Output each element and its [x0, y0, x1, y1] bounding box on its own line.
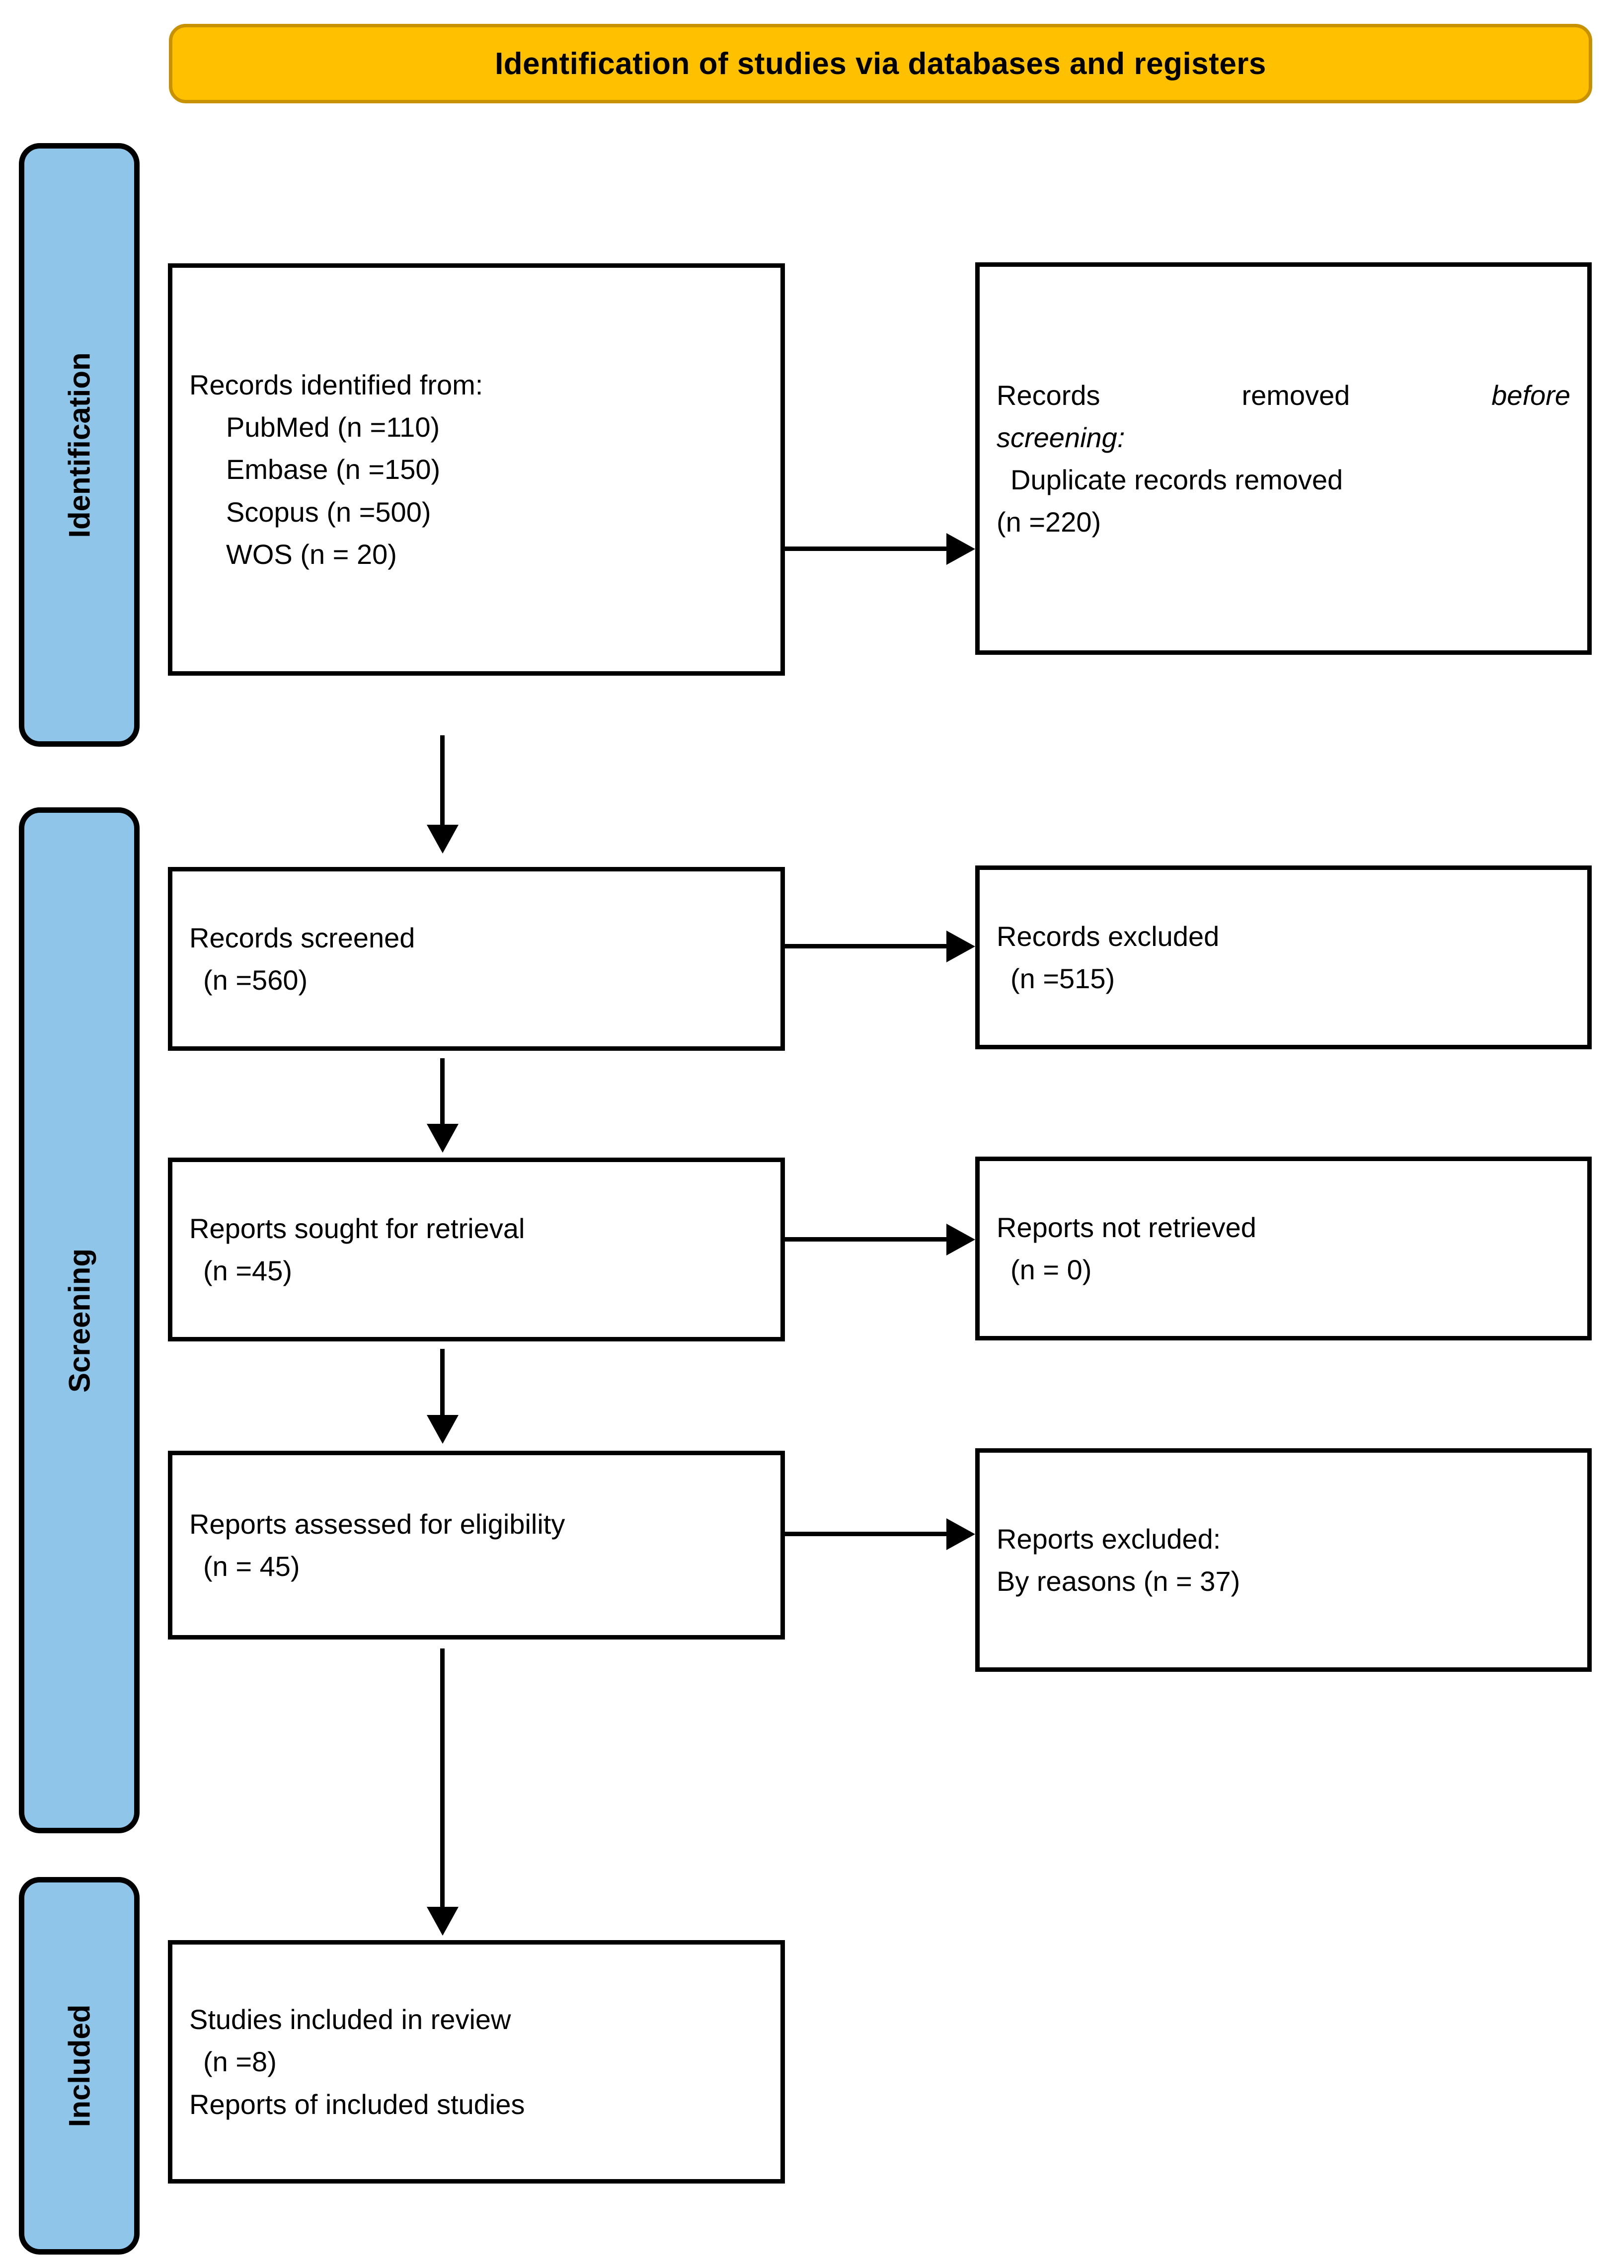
records-excluded-heading: Records excluded [997, 920, 1220, 952]
studies-included-count: (n =8) [203, 2046, 277, 2078]
arrowhead-screened-to-excluded [946, 931, 975, 962]
arrowhead-sought-to-not-retrieved [946, 1224, 975, 1255]
box-records-excluded: Records excluded (n =515) [975, 865, 1592, 1049]
records-screened-heading: Records screened [189, 922, 415, 953]
arrowhead-sought-to-assessed [427, 1415, 459, 1444]
records-identified-heading: Records identified from: [189, 369, 483, 401]
connector-screened-to-sought [440, 1058, 445, 1130]
reports-sought-count: (n =45) [203, 1255, 292, 1286]
connector-identified-to-screened [440, 735, 445, 832]
records-identified-source-scopus: Scopus (n =500) [226, 496, 431, 528]
arrowhead-assessed-to-excluded [946, 1518, 975, 1550]
studies-included-heading: Studies included in review [189, 2004, 511, 2035]
arrowhead-identified-to-screened [427, 825, 459, 854]
box-studies-included: Studies included in review (n =8) Report… [168, 1940, 785, 2184]
reports-sought-heading: Reports sought for retrieval [189, 1212, 525, 1244]
records-screened-count: (n =560) [203, 964, 308, 996]
records-removed-word-records: Records [997, 379, 1100, 411]
reports-not-retrieved-count: (n = 0) [1010, 1254, 1092, 1285]
stage-label-identification: Identification [63, 352, 96, 538]
arrowhead-identified-to-removed [946, 533, 975, 565]
stage-label-included: Included [63, 2004, 96, 2127]
records-removed-line1: Records removed before [997, 374, 1570, 416]
connector-sought-to-assessed [440, 1349, 445, 1421]
diagram-banner: Identification of studies via databases … [169, 24, 1592, 103]
connector-screened-to-excluded [785, 944, 949, 948]
records-identified-source-pubmed: PubMed (n =110) [226, 411, 440, 443]
reports-excluded-reasons: By reasons (n = 37) [997, 1565, 1240, 1597]
stage-label-screening: Screening [63, 1248, 96, 1393]
box-reports-excluded: Reports excluded: By reasons (n = 37) [975, 1448, 1592, 1672]
box-reports-sought: Reports sought for retrieval (n =45) [168, 1158, 785, 1341]
box-reports-assessed: Reports assessed for eligibility (n = 45… [168, 1451, 785, 1640]
arrowhead-screened-to-sought [427, 1124, 459, 1153]
records-removed-word-before: before [1491, 379, 1571, 411]
reports-assessed-count: (n = 45) [203, 1551, 300, 1582]
records-removed-line2: screening: [997, 421, 1125, 453]
box-records-removed: Records removed before screening: Duplic… [975, 262, 1592, 655]
records-removed-count: (n =220) [997, 506, 1101, 538]
records-removed-detail: Duplicate records removed [1010, 464, 1343, 495]
reports-assessed-heading: Reports assessed for eligibility [189, 1508, 565, 1540]
records-excluded-count: (n =515) [1010, 963, 1115, 994]
reports-excluded-heading: Reports excluded: [997, 1523, 1221, 1555]
stage-rail-screening: Screening [19, 807, 140, 1833]
box-reports-not-retrieved: Reports not retrieved (n = 0) [975, 1157, 1592, 1340]
box-records-identified: Records identified from: PubMed (n =110)… [168, 263, 785, 676]
studies-included-reports: Reports of included studies [189, 2088, 525, 2120]
box-records-screened: Records screened (n =560) [168, 867, 785, 1051]
arrowhead-assessed-to-included [427, 1907, 459, 1936]
reports-not-retrieved-heading: Reports not retrieved [997, 1211, 1256, 1243]
records-identified-source-wos: WOS (n = 20) [226, 538, 397, 570]
stage-rail-identification: Identification [19, 143, 140, 747]
records-identified-source-embase: Embase (n =150) [226, 454, 441, 485]
connector-assessed-to-included [440, 1648, 445, 1912]
connector-assessed-to-excluded [785, 1532, 949, 1536]
connector-identified-to-removed [785, 547, 949, 551]
stage-rail-included: Included [19, 1877, 140, 2255]
connector-sought-to-not-retrieved [785, 1237, 949, 1242]
records-removed-word-removed: removed [1241, 379, 1350, 411]
banner-title: Identification of studies via databases … [495, 46, 1266, 81]
